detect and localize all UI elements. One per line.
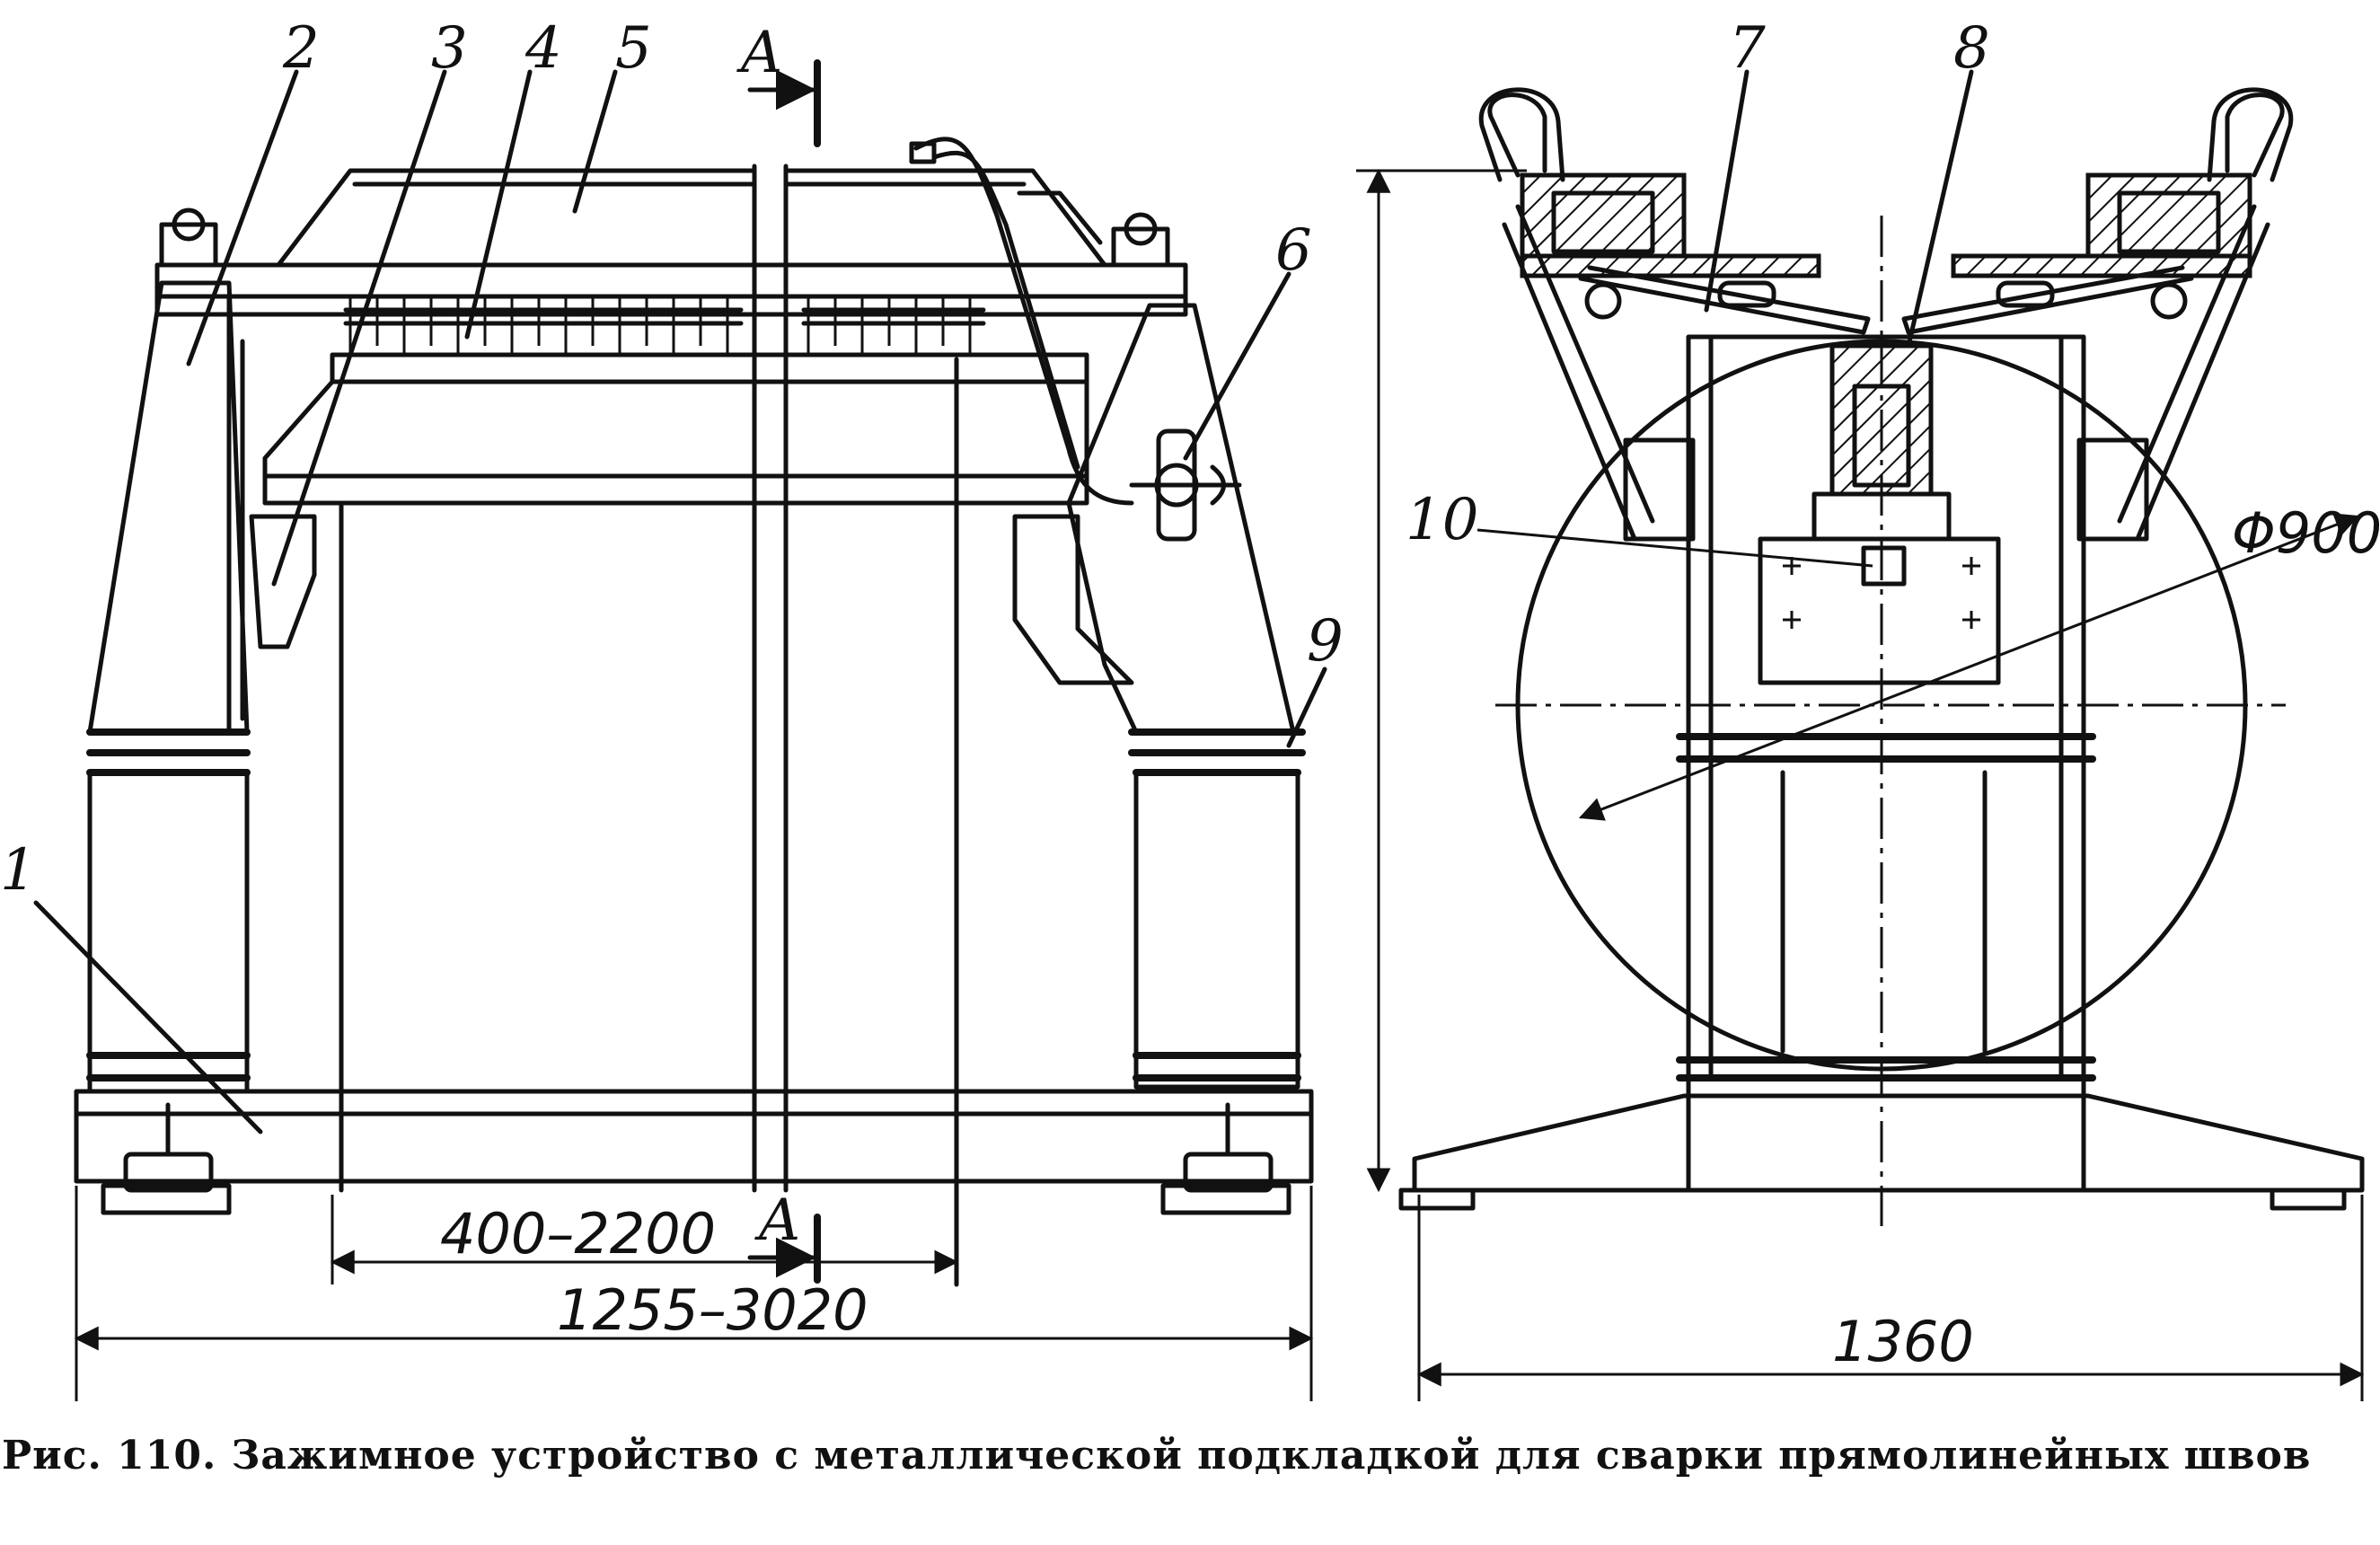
section-clamp bbox=[1758, 343, 2001, 685]
section-mark-bottom: A bbox=[754, 1187, 800, 1254]
section-base bbox=[1398, 1075, 2365, 1211]
callout-1: 1 bbox=[0, 837, 37, 904]
front-dimensions: 400–2200 1255–3020 bbox=[74, 1186, 1314, 1401]
section-view: 1360 Φ900 7 8 10 bbox=[1356, 15, 2380, 1401]
callout-2: 2 bbox=[282, 15, 320, 82]
front-view: A A 400–2200 1255–3020 1 2 3 4 5 6 bbox=[0, 15, 1344, 1401]
callout-4: 4 bbox=[524, 15, 562, 82]
backing-beam bbox=[249, 352, 1134, 685]
dim-clamp-span: 400–2200 bbox=[440, 1201, 716, 1267]
caption-text: Зажимное устройство с металлической подк… bbox=[231, 1433, 2312, 1479]
valve bbox=[1129, 428, 1242, 542]
callout-5: 5 bbox=[615, 15, 652, 82]
dim-width-section: 1360 bbox=[1832, 1309, 1974, 1374]
caption-number: Рис. 110. bbox=[2, 1433, 217, 1479]
right-column bbox=[1066, 303, 1306, 1090]
callout-3: 3 bbox=[431, 15, 468, 82]
section-mark-top: A bbox=[736, 20, 782, 86]
section-callouts: 7 8 10 bbox=[1406, 15, 1990, 568]
callout-9: 9 bbox=[1307, 608, 1344, 675]
callout-7: 7 bbox=[1729, 15, 1766, 82]
figure-caption: Рис. 110. Зажимное устройство с металлич… bbox=[2, 1433, 2373, 1479]
front-base bbox=[74, 1089, 1314, 1215]
dim-overall-span: 1255–3020 bbox=[557, 1277, 868, 1343]
callout-6: 6 bbox=[1275, 217, 1312, 284]
callout-8: 8 bbox=[1953, 15, 1990, 82]
top-beam bbox=[154, 168, 1188, 355]
left-column bbox=[86, 280, 251, 1094]
clamping-keys bbox=[343, 296, 986, 355]
section-arms bbox=[1478, 87, 2294, 542]
section-line: A A bbox=[736, 20, 821, 1284]
dim-circle-diameter: Φ900 bbox=[2232, 500, 2380, 566]
section-dimensions: 1360 Φ900 bbox=[1356, 168, 2380, 1401]
air-line bbox=[909, 137, 1242, 542]
front-callouts: 1 2 3 4 5 6 9 bbox=[0, 15, 1344, 1134]
callout-10: 10 bbox=[1406, 487, 1478, 553]
